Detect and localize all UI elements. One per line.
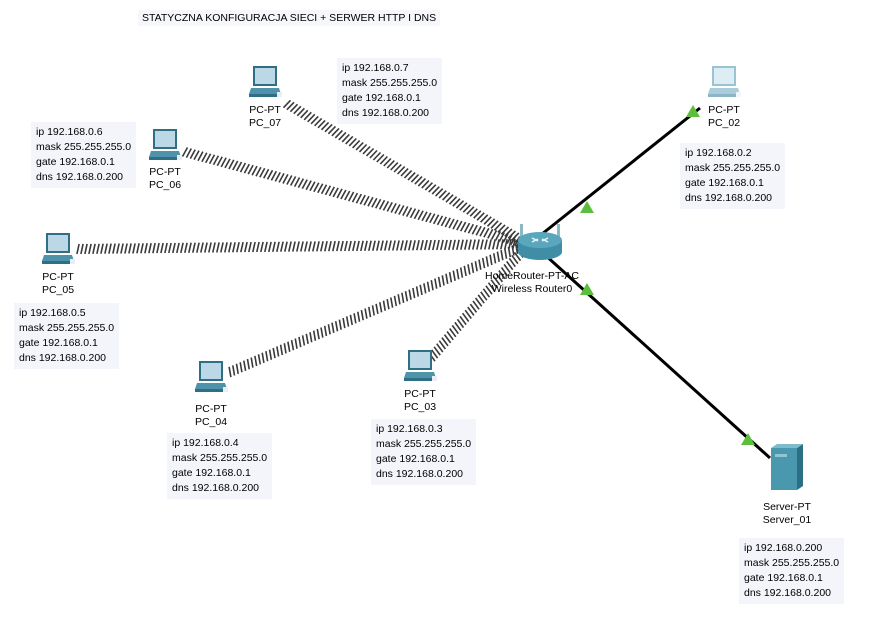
note-mask: mask 255.255.255.0 bbox=[744, 557, 840, 569]
note-mask: mask 255.255.255.0 bbox=[19, 322, 115, 334]
device-label-srv01[interactable]: Server-PT Server_01 bbox=[763, 501, 811, 526]
devices-layer bbox=[42, 66, 803, 490]
config-note-pc03[interactable]: ip 192.168.0.3 mask 255.255.255.0 gate 1… bbox=[371, 419, 477, 485]
wired-link-srv01[interactable] bbox=[542, 252, 772, 460]
note-dns: dns 192.168.0.200 bbox=[744, 587, 831, 599]
note-mask: mask 255.255.255.0 bbox=[36, 141, 132, 153]
note-dns: dns 192.168.0.200 bbox=[685, 192, 772, 204]
note-mask: mask 255.255.255.0 bbox=[685, 162, 781, 174]
wireless-link-pc07[interactable] bbox=[282, 99, 530, 247]
device-model: PC-PT bbox=[42, 271, 74, 283]
device-model: PC-PT bbox=[404, 388, 436, 400]
device-name: PC_06 bbox=[148, 178, 182, 191]
router-name: Wireless Router0 bbox=[491, 282, 573, 295]
device-label-pc06[interactable]: PC-PT PC_06 bbox=[149, 166, 181, 191]
note-ip: ip 192.168.0.200 bbox=[744, 542, 823, 554]
server-icon-srv01[interactable] bbox=[771, 444, 803, 490]
pc-icon-pc02[interactable] bbox=[708, 66, 741, 97]
device-name: PC_05 bbox=[41, 283, 75, 296]
note-gate: gate 192.168.0.1 bbox=[342, 92, 421, 104]
link-markers-layer bbox=[580, 105, 755, 445]
device-label-pc03[interactable]: PC-PT PC_03 bbox=[404, 388, 436, 413]
config-note-pc06[interactable]: ip 192.168.0.6 mask 255.255.255.0 gate 1… bbox=[31, 122, 137, 188]
note-ip: ip 192.168.0.7 bbox=[342, 62, 409, 74]
note-mask: mask 255.255.255.0 bbox=[342, 77, 438, 89]
device-name: PC_04 bbox=[194, 415, 228, 428]
note-mask: mask 255.255.255.0 bbox=[172, 452, 268, 464]
device-model: PC-PT bbox=[195, 403, 227, 415]
note-dns: dns 192.168.0.200 bbox=[36, 171, 123, 183]
link-status-up-icon bbox=[580, 283, 594, 295]
wireless-link-pc06[interactable] bbox=[181, 147, 529, 249]
device-name: PC_02 bbox=[707, 116, 741, 129]
device-label-pc07[interactable]: PC-PT PC_07 bbox=[249, 104, 281, 129]
wireless-link-pc04[interactable] bbox=[228, 238, 530, 378]
device-model: PC-PT bbox=[249, 104, 281, 116]
note-gate: gate 192.168.0.1 bbox=[36, 156, 115, 168]
device-label-pc04[interactable]: PC-PT PC_04 bbox=[195, 403, 227, 428]
device-model: PC-PT bbox=[708, 104, 740, 116]
device-name: PC_07 bbox=[248, 116, 282, 129]
device-label-pc02[interactable]: PC-PT PC_02 bbox=[708, 104, 740, 129]
config-note-srv01[interactable]: ip 192.168.0.200 mask 255.255.255.0 gate… bbox=[739, 538, 845, 604]
note-ip: ip 192.168.0.4 bbox=[172, 437, 239, 449]
router-label[interactable]: HomeRouter-PT-AC Wireless Router0 bbox=[485, 270, 579, 295]
device-model: Server-PT bbox=[763, 501, 811, 513]
note-ip: ip 192.168.0.3 bbox=[376, 423, 443, 435]
note-ip: ip 192.168.0.6 bbox=[36, 126, 103, 138]
pc-icon-pc05[interactable] bbox=[42, 233, 75, 264]
wireless-link-pc03[interactable] bbox=[428, 239, 532, 362]
links-layer bbox=[76, 99, 772, 460]
note-gate: gate 192.168.0.1 bbox=[19, 337, 98, 349]
note-dns: dns 192.168.0.200 bbox=[19, 352, 106, 364]
wired-link-pc02[interactable] bbox=[541, 106, 701, 236]
device-model: PC-PT bbox=[149, 166, 181, 178]
wireless-router-icon[interactable] bbox=[518, 224, 562, 260]
link-status-up-icon bbox=[686, 105, 700, 117]
device-name: PC_03 bbox=[403, 400, 437, 413]
note-ip: ip 192.168.0.5 bbox=[19, 307, 86, 319]
note-mask: mask 255.255.255.0 bbox=[376, 438, 472, 450]
note-gate: gate 192.168.0.1 bbox=[376, 453, 455, 465]
note-gate: gate 192.168.0.1 bbox=[744, 572, 823, 584]
config-note-pc05[interactable]: ip 192.168.0.5 mask 255.255.255.0 gate 1… bbox=[14, 303, 120, 369]
config-note-pc04[interactable]: ip 192.168.0.4 mask 255.255.255.0 gate 1… bbox=[167, 433, 273, 499]
note-dns: dns 192.168.0.200 bbox=[376, 468, 463, 480]
link-status-up-icon bbox=[580, 201, 594, 213]
note-gate: gate 192.168.0.1 bbox=[685, 177, 764, 189]
note-dns: dns 192.168.0.200 bbox=[342, 107, 429, 119]
link-status-up-icon bbox=[741, 433, 755, 445]
pc-icon-pc07[interactable] bbox=[249, 66, 282, 97]
diagram-title: STATYCZNA KONFIGURACJA SIECI + SERWER HT… bbox=[138, 10, 441, 26]
note-gate: gate 192.168.0.1 bbox=[172, 467, 251, 479]
pc-icon-pc06[interactable] bbox=[149, 129, 182, 160]
config-note-pc02[interactable]: ip 192.168.0.2 mask 255.255.255.0 gate 1… bbox=[680, 143, 786, 209]
note-dns: dns 192.168.0.200 bbox=[172, 482, 259, 494]
pc-icon-pc04[interactable] bbox=[195, 361, 228, 392]
pc-icon-pc03[interactable] bbox=[404, 350, 437, 381]
device-label-pc05[interactable]: PC-PT PC_05 bbox=[42, 271, 74, 296]
device-name: Server_01 bbox=[762, 513, 812, 526]
router-model: HomeRouter-PT-AC bbox=[485, 270, 579, 282]
config-note-pc07[interactable]: ip 192.168.0.7 mask 255.255.255.0 gate 1… bbox=[337, 58, 443, 124]
note-ip: ip 192.168.0.2 bbox=[685, 147, 752, 159]
wireless-link-pc05[interactable] bbox=[76, 238, 528, 255]
